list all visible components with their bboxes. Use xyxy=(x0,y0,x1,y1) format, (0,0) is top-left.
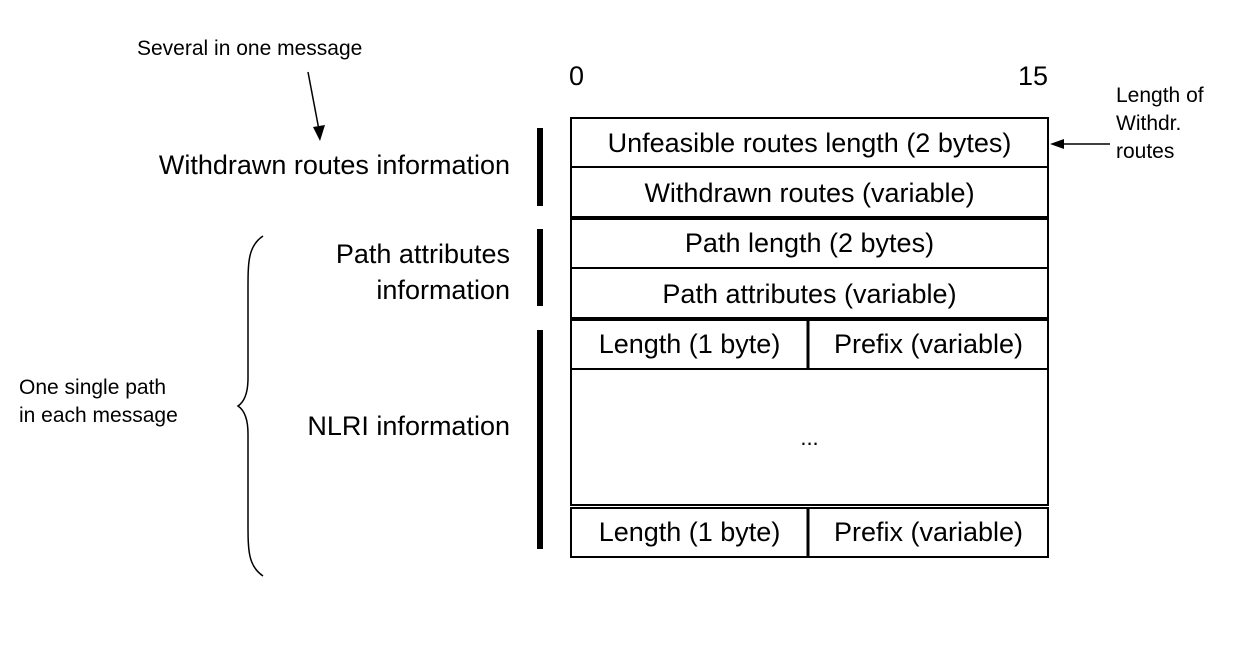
section-bar-nlri xyxy=(537,330,543,549)
section-label-line: Path attributes xyxy=(335,239,510,269)
field-path-attributes: Path attributes (variable) xyxy=(662,278,957,309)
field-unfeasible-routes-length: Unfeasible routes length (2 bytes) xyxy=(607,128,1012,158)
curly-brace xyxy=(236,235,264,577)
bit-scale-start: 0 xyxy=(569,61,585,91)
arrow-several-line xyxy=(307,71,320,131)
annotation-line: One single path xyxy=(19,376,167,399)
annotation-one-single-path: One single path in each message xyxy=(19,374,178,430)
annotation-line: in each message xyxy=(19,404,178,427)
box-withdrawn-routes xyxy=(570,166,1049,218)
section-label-withdrawn: Withdrawn routes information xyxy=(158,150,510,180)
box-path-attributes xyxy=(570,267,1049,319)
annotation-line: Withdr. xyxy=(1116,112,1182,135)
arrow-length-head xyxy=(1050,139,1064,149)
annotation-several-in-one-message: Several in one message xyxy=(137,37,363,60)
arrow-several-head xyxy=(313,125,325,141)
bit-scale-end: 15 xyxy=(1018,61,1049,91)
annotation-line: Length of xyxy=(1116,84,1204,107)
field-nlri-ellipsis: ... xyxy=(800,425,819,450)
field-path-length: Path length (2 bytes) xyxy=(684,228,935,258)
field-nlri-last-prefix: Prefix (variable) xyxy=(833,517,1024,547)
field-nlri-last-length: Length (1 byte) xyxy=(598,517,781,547)
field-withdrawn-routes: Withdrawn routes (variable) xyxy=(644,177,975,208)
section-label-line: information xyxy=(376,275,510,305)
field-nlri-first-prefix: Prefix (variable) xyxy=(833,329,1024,359)
annotation-line: routes xyxy=(1116,140,1175,163)
annotation-length-of-withdr-routes: Length of Withdr. routes xyxy=(1116,82,1204,166)
section-label-path-attributes: Path attributes information xyxy=(336,236,510,308)
field-nlri-first-length: Length (1 byte) xyxy=(598,329,781,359)
section-bar-path-attributes xyxy=(537,229,543,306)
section-label-nlri: NLRI information xyxy=(307,411,510,441)
section-bar-withdrawn xyxy=(537,128,543,206)
